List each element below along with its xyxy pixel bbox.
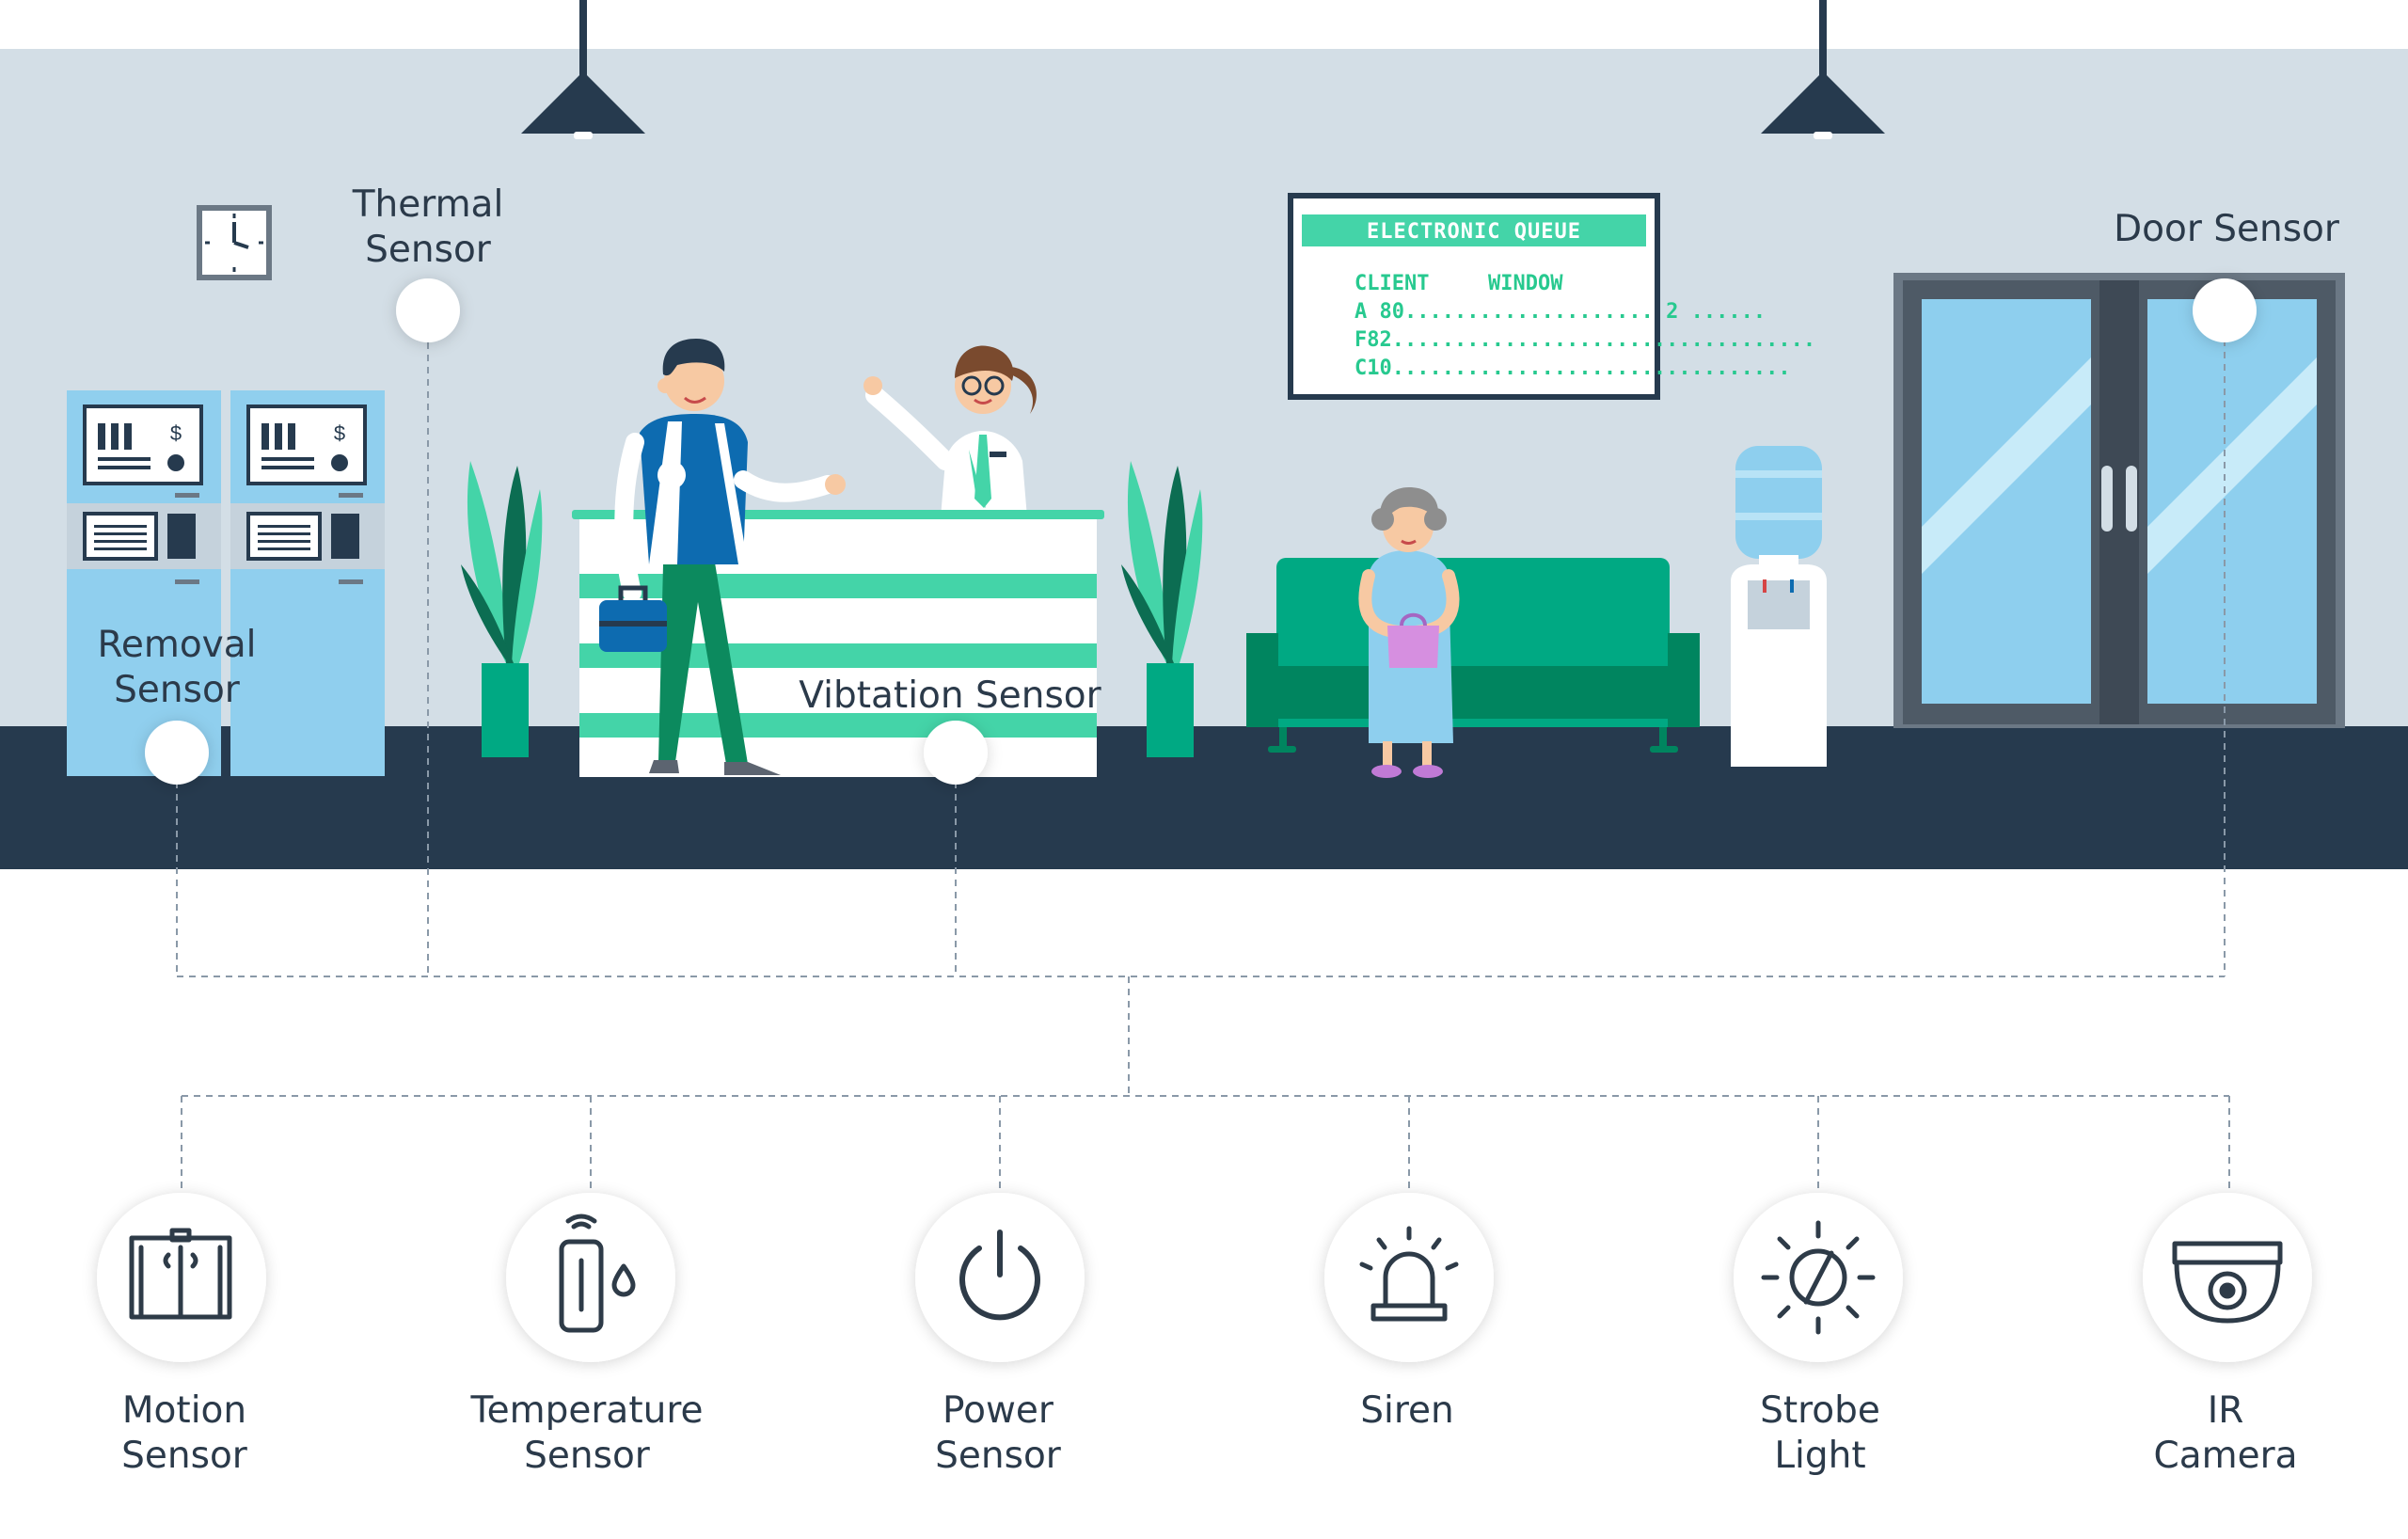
siren-icon: [1359, 1226, 1459, 1322]
sensor-removal[interactable]: Removal Sensor: [97, 624, 257, 785]
room-scene: $ $: [0, 0, 2408, 869]
power-icon: [959, 1230, 1040, 1321]
device-label: Strobe: [1760, 1389, 1880, 1432]
receptionist: [863, 345, 1038, 517]
device-label: Power: [943, 1389, 1054, 1432]
device-strobe-light[interactable]: Strobe Light: [1734, 1193, 1903, 1477]
ceiling-lamp-left: [521, 0, 645, 139]
sensor-label: Sensor: [114, 669, 241, 711]
queue-col-client: CLIENT: [1354, 272, 1429, 295]
device-label: Light: [1774, 1435, 1865, 1477]
device-circle: [2143, 1193, 2312, 1362]
sensor-dot[interactable]: [396, 278, 460, 342]
device-label: Temperature: [469, 1389, 703, 1432]
queue-row: F82..................................: [1354, 328, 1815, 352]
device-circle: [506, 1193, 675, 1362]
svg-text:$: $: [170, 421, 182, 445]
sensor-label: Removal: [97, 624, 256, 666]
plant-left: [461, 461, 543, 757]
device-label: IR: [2208, 1389, 2244, 1432]
plant-right: [1121, 461, 1203, 757]
queue-row: A 80.................... 2 ......: [1354, 300, 1766, 324]
glass-doors: [1893, 273, 2345, 728]
sensor-label: Sensor: [365, 229, 492, 271]
device-ir-camera[interactable]: IR Camera: [2143, 1193, 2312, 1477]
device-temperature-sensor[interactable]: Temperature Sensor: [469, 1193, 704, 1477]
device-circle: [1324, 1193, 1494, 1362]
sensor-door[interactable]: Door Sensor: [2114, 208, 2340, 342]
atm-right: $: [230, 390, 385, 776]
waiting-sofa: [1246, 558, 1700, 753]
device-label: Motion: [122, 1389, 246, 1432]
device-motion-sensor[interactable]: Motion Sensor: [97, 1193, 266, 1477]
queue-title: ELECTRONIC QUEUE: [1367, 220, 1581, 244]
elderly-woman: [1358, 487, 1460, 778]
sensor-dot[interactable]: [2193, 278, 2257, 342]
device-label: Sensor: [121, 1435, 248, 1477]
device-siren[interactable]: Siren: [1324, 1193, 1494, 1432]
customer-man: [599, 339, 846, 775]
floor: [0, 726, 2408, 869]
atm-machines: $ $: [67, 390, 385, 776]
strobe-light-icon: [1761, 1220, 1876, 1335]
queue-col-window: WINDOW: [1488, 272, 1563, 295]
ir-camera-icon: [2172, 1241, 2283, 1324]
sensor-vibration[interactable]: Vibtation Sensor: [799, 674, 1102, 785]
motion-sensor-icon: [129, 1228, 232, 1320]
ceiling-lamp-right: [1761, 0, 1885, 139]
sensor-dot[interactable]: [145, 721, 209, 785]
device-label: Siren: [1360, 1389, 1453, 1432]
sensor-thermal[interactable]: Thermal Sensor: [352, 183, 504, 342]
wall-clock: [197, 205, 272, 280]
water-cooler: [1731, 446, 1827, 767]
queue-row: C10................................: [1354, 357, 1791, 380]
sensor-label: Vibtation Sensor: [799, 674, 1101, 717]
device-label: Sensor: [935, 1435, 1062, 1477]
atm-left: $: [67, 390, 221, 776]
device-power-sensor[interactable]: Power Sensor: [915, 1193, 1085, 1477]
svg-text:$: $: [334, 421, 345, 445]
electronic-queue-board: ELECTRONIC QUEUE CLIENT WINDOW A 80.....…: [1288, 193, 1815, 400]
sensor-label: Door Sensor: [2114, 208, 2340, 250]
sensor-label: Thermal: [352, 183, 504, 226]
temperature-sensor-icon: [559, 1214, 636, 1333]
device-label: Camera: [2153, 1435, 2297, 1477]
device-label: Sensor: [524, 1435, 651, 1477]
sensor-dot[interactable]: [924, 721, 988, 785]
connection-lines: [176, 318, 2230, 1193]
